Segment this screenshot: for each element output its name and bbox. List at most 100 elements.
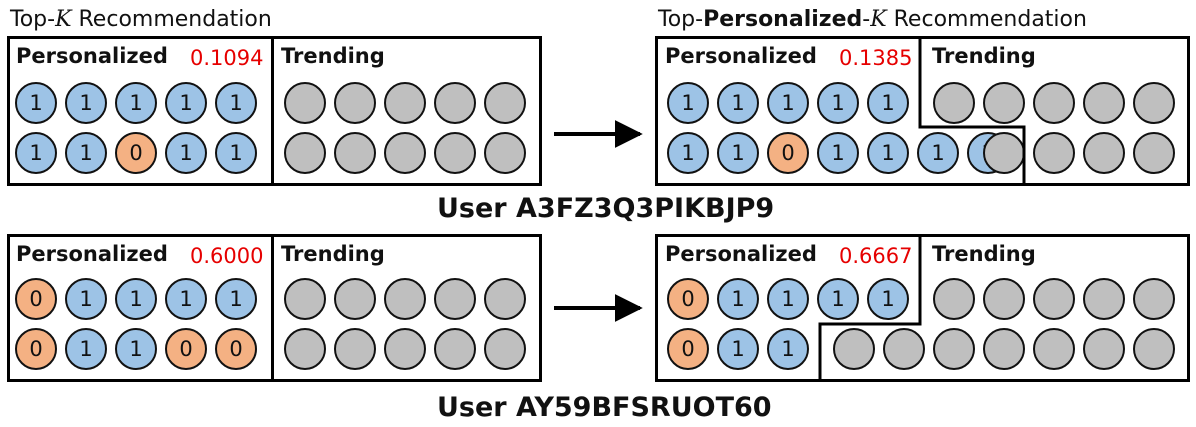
trending-item-circle	[284, 278, 326, 320]
trending-item-circle	[284, 132, 326, 174]
trending-item-circle	[384, 82, 426, 124]
trending-item-circle	[484, 278, 526, 320]
trending-item-circle	[1033, 82, 1075, 124]
right-heading-suffix: Recommendation	[886, 7, 1087, 32]
trending-item-circle	[983, 82, 1025, 124]
trending-item-circle	[334, 328, 376, 370]
trending-item-circle	[983, 132, 1025, 174]
row2-right-boundary	[818, 236, 922, 380]
item-circle-irrelevant: 0	[767, 132, 809, 174]
trending-item-circle	[284, 328, 326, 370]
trending-item-circle	[434, 132, 476, 174]
right-heading-prefix: Top-	[658, 7, 704, 32]
row1-user-label: User A3FZ3Q3PIKBJP9	[437, 193, 775, 224]
item-circle-relevant: 1	[717, 132, 759, 174]
item-circle-relevant: 1	[165, 132, 207, 174]
row1-left-panel	[7, 36, 542, 186]
item-circle-relevant: 1	[65, 132, 107, 174]
trending-item-circle	[1133, 328, 1175, 370]
trending-item-circle	[484, 132, 526, 174]
item-circle-relevant: 1	[717, 328, 759, 370]
item-circle-relevant: 1	[15, 132, 57, 174]
item-circle-relevant: 1	[215, 82, 257, 124]
trending-item-circle	[1083, 132, 1125, 174]
item-circle-relevant: 1	[767, 82, 809, 124]
trending-item-circle	[1083, 278, 1125, 320]
trending-item-circle	[434, 328, 476, 370]
trending-item-circle	[983, 328, 1025, 370]
trending-item-circle	[384, 278, 426, 320]
item-circle-relevant: 1	[817, 278, 859, 320]
row1-right-panel	[655, 36, 1190, 186]
row2-left-panel	[7, 234, 542, 382]
trending-item-circle	[334, 82, 376, 124]
item-circle-relevant: 1	[165, 278, 207, 320]
row1-left-trending-label: Trending	[281, 44, 385, 68]
item-circle-relevant: 1	[767, 328, 809, 370]
row1-right-personalized-label: Personalized	[665, 44, 817, 68]
trending-item-circle	[384, 132, 426, 174]
item-circle-relevant: 1	[717, 278, 759, 320]
left-heading-suffix: Recommendation	[71, 7, 272, 32]
item-circle-relevant: 1	[65, 328, 107, 370]
right-heading-bold: Personalized	[703, 7, 863, 32]
trending-item-circle	[883, 328, 925, 370]
row2-right-score: 0.6667	[839, 244, 913, 268]
right-heading-dash: -	[862, 7, 871, 32]
left-heading: Top-K Recommendation	[10, 7, 272, 32]
trending-item-circle	[1033, 278, 1075, 320]
trending-item-circle	[334, 132, 376, 174]
item-circle-relevant: 1	[65, 82, 107, 124]
item-circle-relevant: 1	[15, 82, 57, 124]
trending-item-circle	[1083, 82, 1125, 124]
row2-left-trending-label: Trending	[281, 242, 385, 266]
row1-left-score: 0.1094	[190, 46, 264, 70]
trending-item-circle	[1033, 328, 1075, 370]
item-circle-irrelevant: 0	[15, 328, 57, 370]
trending-item-circle	[933, 328, 975, 370]
trending-item-circle	[1083, 328, 1125, 370]
trending-item-circle	[434, 278, 476, 320]
item-circle-irrelevant: 0	[215, 328, 257, 370]
item-circle-relevant: 1	[215, 132, 257, 174]
trending-item-circle	[284, 82, 326, 124]
item-circle-relevant: 1	[867, 82, 909, 124]
row2-left-score: 0.6000	[190, 244, 264, 268]
trending-item-circle	[933, 278, 975, 320]
trending-item-circle	[484, 82, 526, 124]
trending-item-circle	[1033, 132, 1075, 174]
row1-left-personalized-label: Personalized	[16, 44, 168, 68]
row2-right-panel	[655, 234, 1190, 382]
trending-item-circle	[1133, 82, 1175, 124]
item-circle-relevant: 1	[817, 132, 859, 174]
row1-left-divider	[271, 36, 274, 186]
item-circle-relevant: 1	[667, 82, 709, 124]
item-circle-relevant: 1	[767, 278, 809, 320]
item-circle-relevant: 1	[817, 82, 859, 124]
trending-item-circle	[933, 82, 975, 124]
trending-item-circle	[983, 278, 1025, 320]
left-heading-prefix: Top-	[10, 7, 56, 32]
row1-right-trending-label: Trending	[932, 44, 1036, 68]
trending-item-circle	[434, 82, 476, 124]
item-circle-relevant: 1	[867, 132, 909, 174]
right-heading-k: K	[870, 7, 887, 32]
item-circle-relevant: 1	[215, 278, 257, 320]
item-circle-irrelevant: 0	[15, 278, 57, 320]
item-circle-relevant: 1	[667, 132, 709, 174]
row2-left-divider	[271, 234, 274, 382]
item-circle-irrelevant: 0	[667, 328, 709, 370]
row2-left-personalized-label: Personalized	[16, 242, 168, 266]
item-circle-relevant: 1	[115, 278, 157, 320]
row2-user-label: User AY59BFSRUOT60	[437, 392, 772, 423]
trending-item-circle	[334, 278, 376, 320]
item-circle-relevant: 1	[165, 82, 207, 124]
right-heading: Top-Personalized-K Recommendation	[658, 7, 1087, 32]
trending-item-circle	[484, 328, 526, 370]
item-circle-relevant: 1	[867, 278, 909, 320]
trending-item-circle	[1133, 132, 1175, 174]
item-circle-relevant: 1	[917, 132, 959, 174]
item-circle-relevant: 1	[115, 82, 157, 124]
trending-item-circle	[833, 328, 875, 370]
